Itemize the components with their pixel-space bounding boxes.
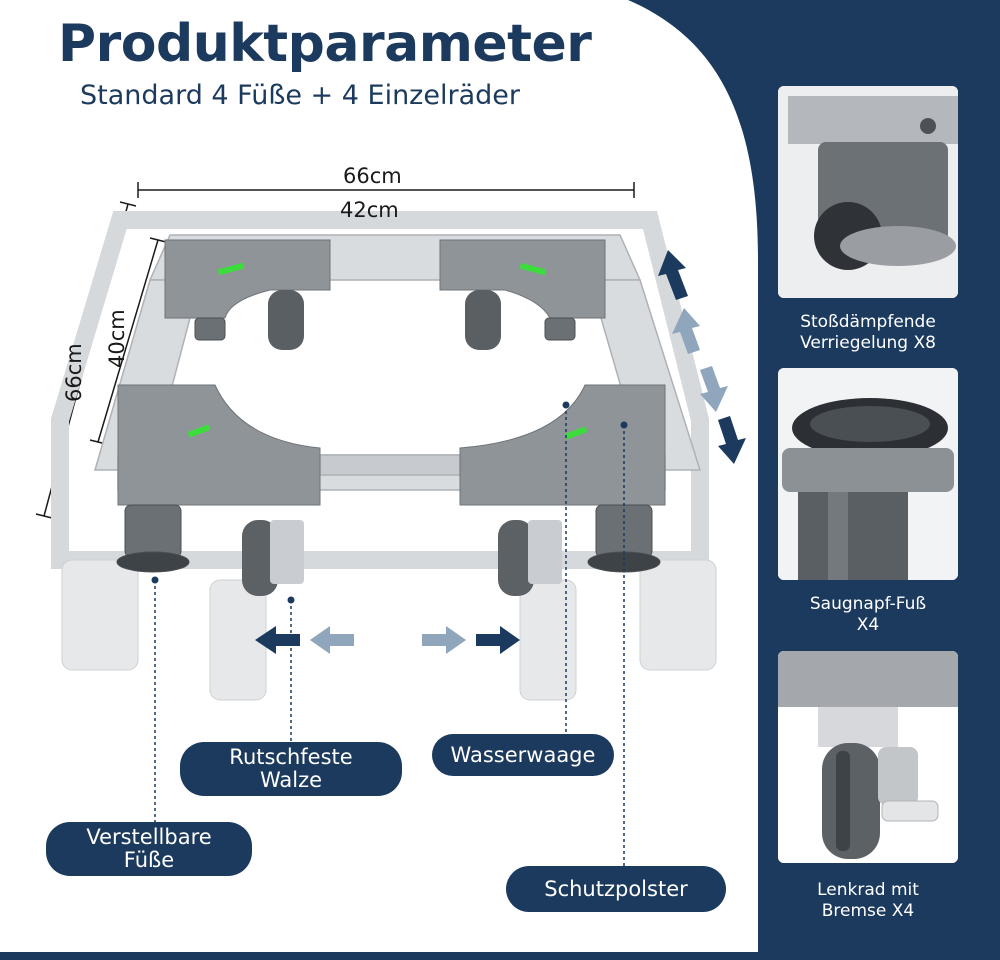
verstellbare-line1: Verstellbare [86,825,212,849]
faded-frame [51,211,717,701]
feature-caption-suction: Saugnapf-Fuß X4 [768,594,968,636]
wasserwaage-text: Wasserwaage [450,742,596,767]
rutschfeste-walze-label: Rutschfeste Walze [180,742,402,796]
feature-caption-brake-line1: Lenkrad mit [817,880,919,900]
caster-wheels [242,290,562,596]
feature-caption-brake-line2: Bremse X4 [821,901,915,921]
adjustable-feet [116,317,661,573]
level-indicators [187,262,588,440]
verstellbare-line2: Füße [123,848,175,872]
outer-width-label: 66cm [343,164,402,188]
feature-caption-brake: Lenkrad mit Bremse X4 [768,880,968,922]
wasserwaage-label: Wasserwaage [432,734,614,776]
inner-depth-label: 40cm [105,309,129,368]
direction-arrows [255,250,746,654]
feature-caption-damping: Stoßdämpfende Verriegelung X8 [768,312,968,354]
feature-caption-damping-line1: Stoßdämpfende [800,312,936,332]
feature-caption-suction-line2: X4 [856,615,880,635]
schutzpolster-label: Schutzpolster [506,866,726,912]
page-subtitle: Standard 4 Füße + 4 Einzelräder [80,80,520,111]
callout-dots [151,401,628,604]
page-title: Produktparameter [58,14,592,74]
damping-lock-icon [778,86,958,298]
front-corner-brackets [117,384,666,506]
verstellbare-fuesse-label: Verstellbare Füße [46,822,252,876]
inner-width-label: 42cm [340,198,399,222]
bottom-bar [0,952,1000,960]
feature-caption-damping-line2: Verriegelung X8 [800,333,936,353]
rutschfeste-line2: Walze [259,768,323,792]
feature-panel-suction [778,368,958,580]
rutschfeste-line1: Rutschfeste [229,745,353,769]
feature-caption-suction-line1: Saugnapf-Fuß [809,594,927,614]
feature-panel-brake [778,651,958,863]
feature-panel-damping [778,86,958,298]
back-corner-brackets [164,239,606,319]
outer-depth-label: 66cm [62,343,86,402]
callout-lines [154,405,625,868]
schutzpolster-text: Schutzpolster [544,876,688,901]
brake-wheel-icon [778,651,958,863]
suction-foot-icon [778,368,958,580]
